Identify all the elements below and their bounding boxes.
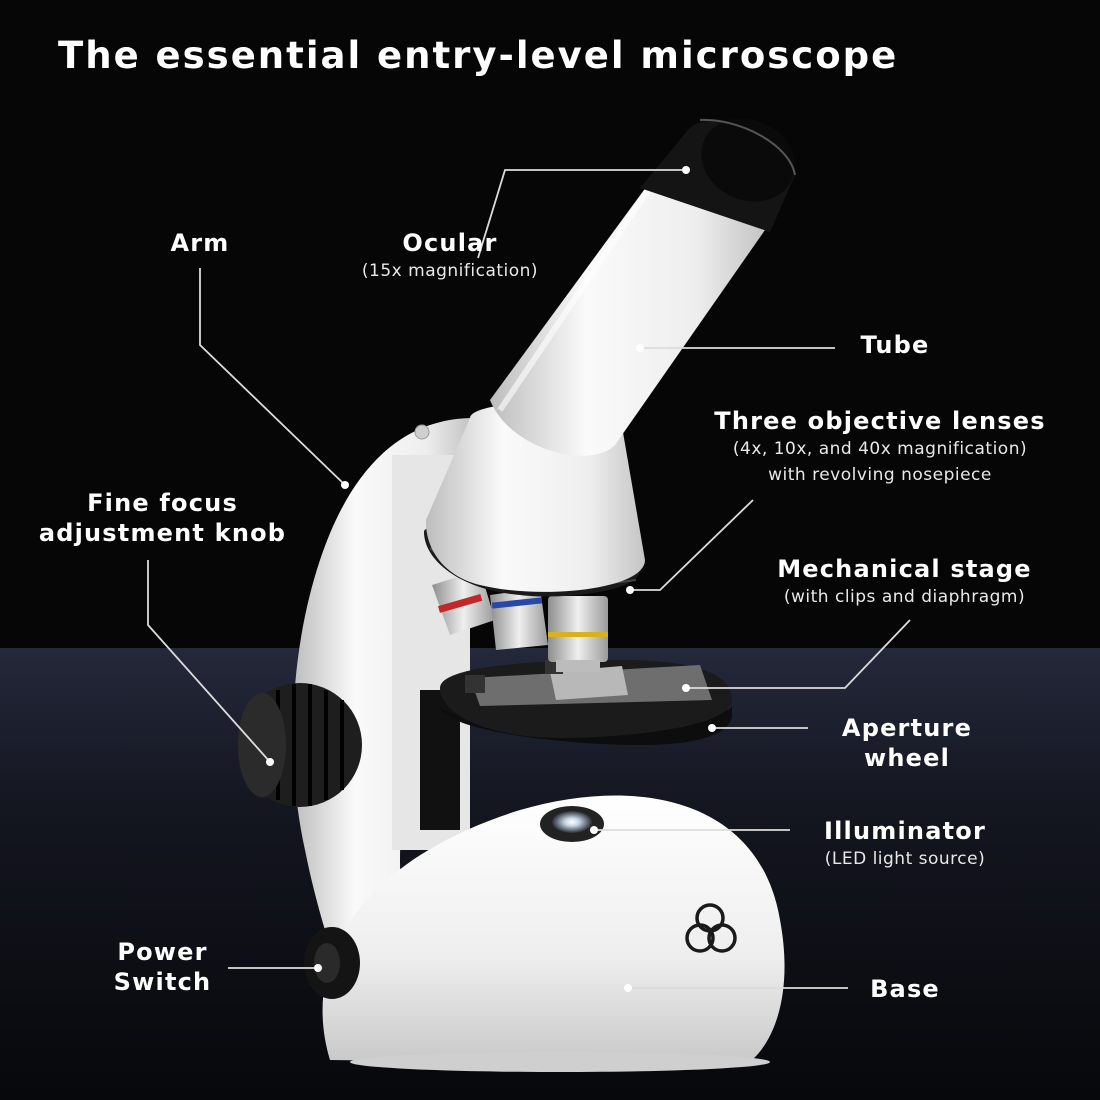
- arm-screw: [414, 424, 430, 440]
- leader-stage: [686, 619, 911, 689]
- base-logo: [685, 903, 737, 953]
- label-power: Power Switch: [95, 937, 230, 997]
- label-base-title: Base: [870, 975, 940, 1003]
- label-illuminator-sub: (LED light source): [824, 849, 986, 869]
- label-base: Base: [855, 974, 955, 1004]
- label-objective-title: Three objective lenses: [714, 407, 1046, 435]
- leader-focus: [147, 560, 271, 763]
- label-aperture-line1: Aperture: [841, 714, 973, 742]
- label-tube: Tube: [845, 330, 945, 360]
- label-tube-title: Tube: [860, 331, 930, 359]
- label-ocular-title: Ocular: [402, 229, 498, 257]
- microscope-base: [322, 795, 785, 1065]
- label-power-line1: Power: [117, 938, 208, 966]
- microscope-tube: [490, 175, 765, 456]
- label-arm-title: Arm: [170, 229, 230, 257]
- leader-arm: [199, 268, 346, 486]
- label-arm: Arm: [150, 228, 250, 258]
- label-aperture: Aperture wheel: [822, 713, 992, 773]
- page-title: The essential entry-level microscope: [58, 34, 899, 77]
- label-illuminator-title: Illuminator: [824, 817, 986, 845]
- label-illuminator: Illuminator (LED light source): [795, 816, 1015, 872]
- label-stage-sub: (with clips and diaphragm): [783, 587, 1026, 607]
- leader-ocular: [477, 169, 686, 259]
- leader-objective: [630, 499, 754, 591]
- leader-dots: [266, 166, 716, 992]
- label-focus: Fine focus adjustment knob: [20, 488, 305, 548]
- label-stage: Mechanical stage (with clips and diaphra…: [742, 554, 1067, 610]
- label-objective: Three objective lenses (4x, 10x, and 40x…: [692, 406, 1068, 488]
- label-stage-title: Mechanical stage: [777, 555, 1032, 583]
- label-objective-sub1: (4x, 10x, and 40x magnification): [732, 439, 1028, 459]
- stage-bracket: [420, 690, 460, 830]
- label-ocular-sub: (15x magnification): [361, 261, 539, 281]
- label-focus-line1: Fine focus: [87, 489, 238, 517]
- label-power-line2: Switch: [113, 968, 212, 996]
- label-ocular: Ocular (15x magnification): [330, 228, 570, 284]
- label-aperture-line2: wheel: [863, 744, 951, 772]
- label-focus-line2: adjustment knob: [38, 519, 287, 547]
- label-objective-sub2: with revolving nosepiece: [768, 465, 992, 485]
- leader-lines: [147, 169, 911, 989]
- objective-40x: [548, 596, 608, 662]
